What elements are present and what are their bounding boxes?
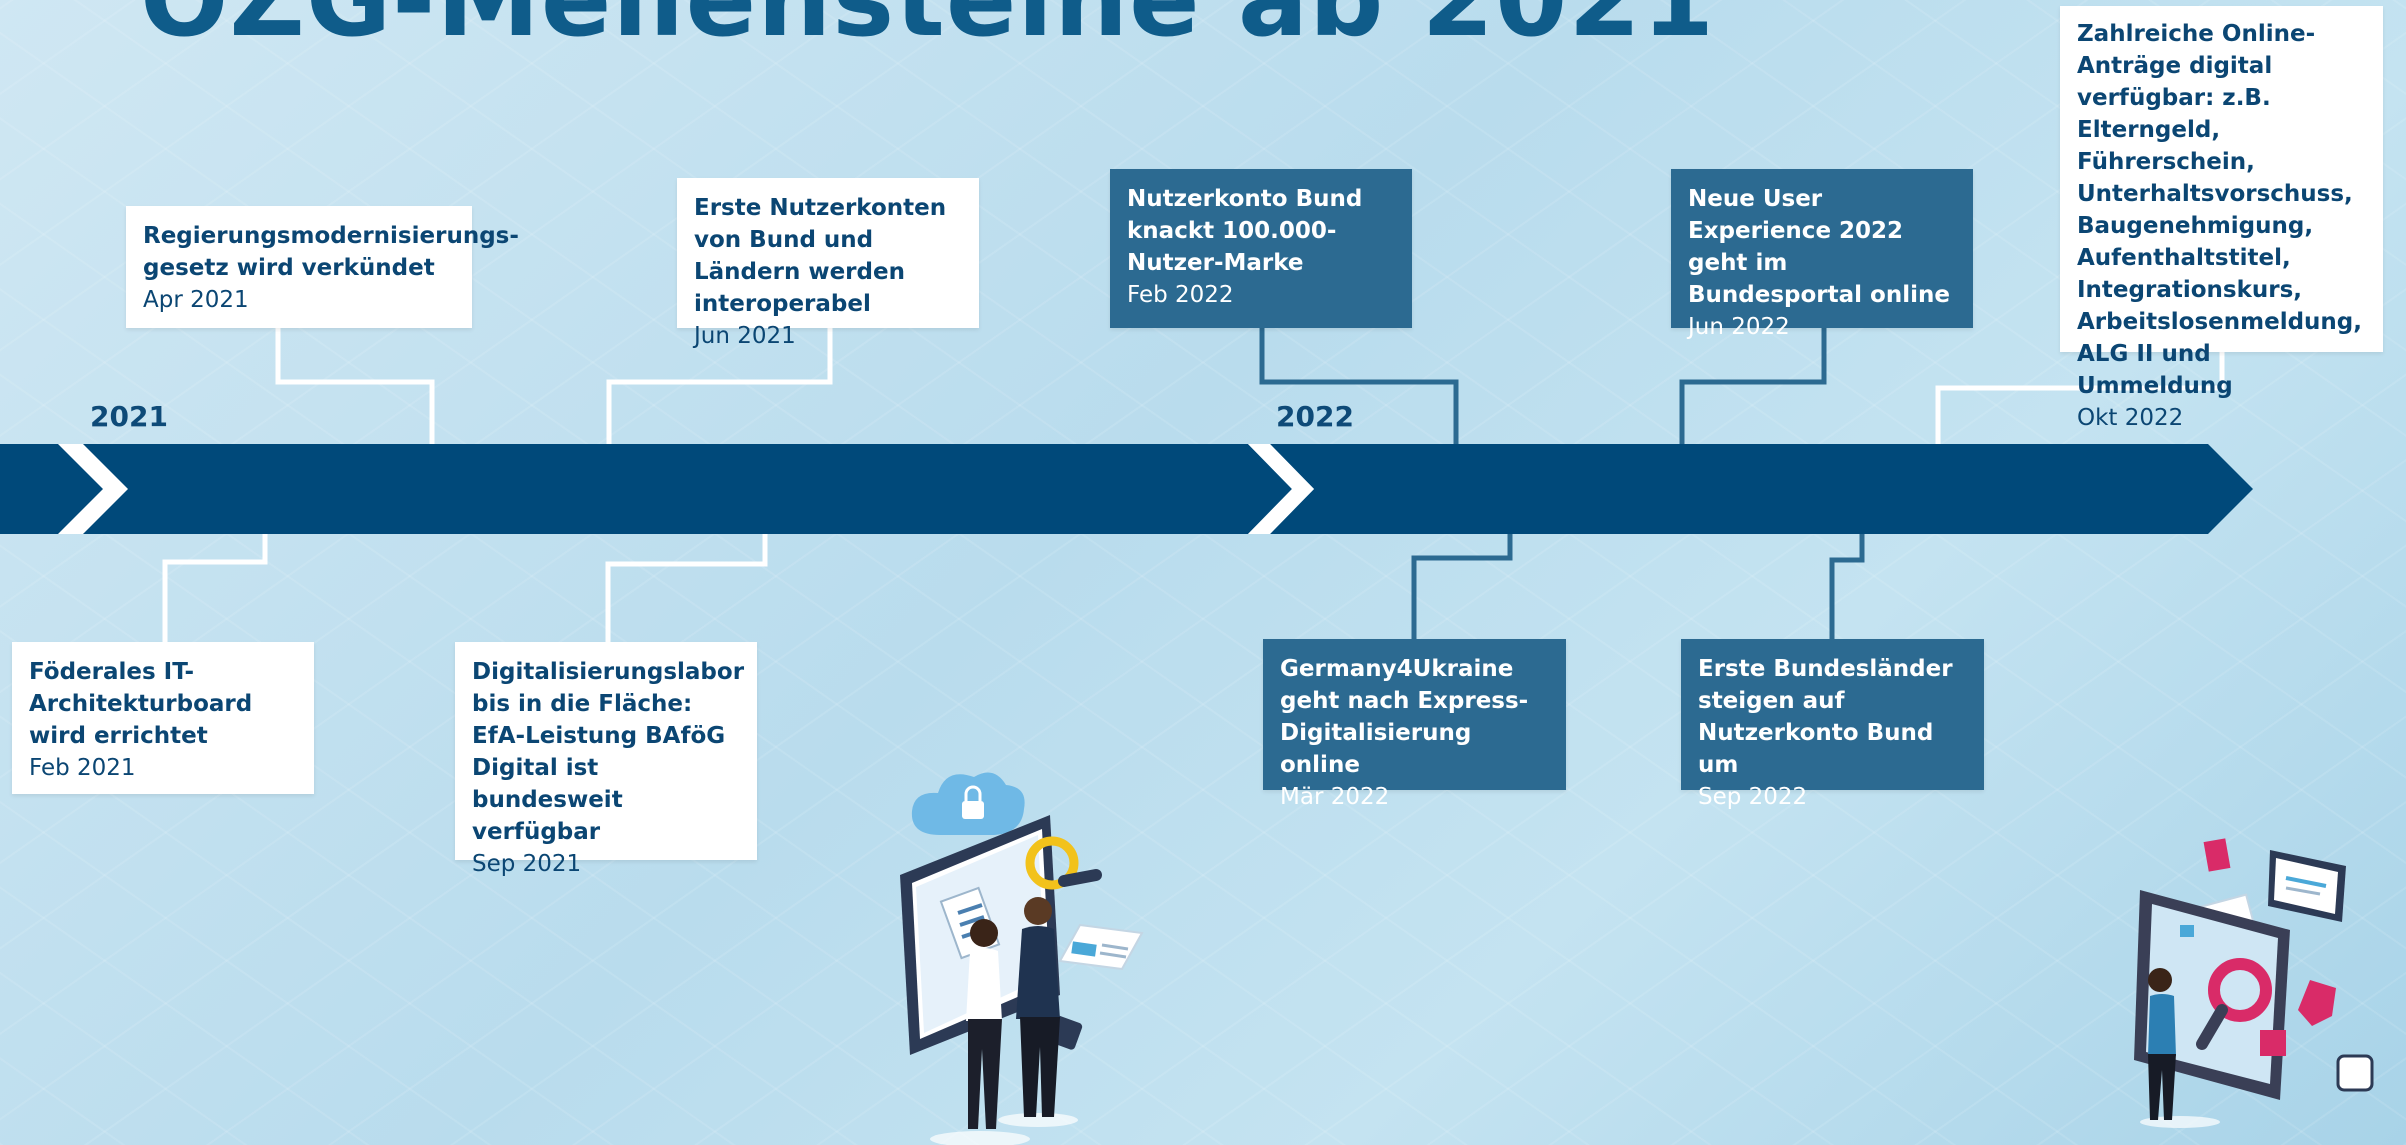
milestone-title: Germany4Ukraine geht nach Express-Digita… <box>1280 656 1529 778</box>
timeline-gap-2 <box>1248 444 1314 534</box>
milestone-date: Apr 2021 <box>143 287 249 313</box>
milestone-title: Nutzerkonto Bund knackt 100.000-Nutzer-M… <box>1127 186 1363 276</box>
person-woman <box>2148 968 2172 992</box>
connector-okt-2022 <box>1935 352 2225 444</box>
connector-sep-2021 <box>605 534 768 642</box>
connector-feb-2022 <box>1259 328 1459 444</box>
connector-jun-2021 <box>606 328 833 444</box>
milestone-date: Mär 2022 <box>1280 784 1390 810</box>
card-icon <box>2203 838 2231 872</box>
milestone-card: Neue User Experience 2022 geht im Bundes… <box>1671 169 1973 340</box>
milestone-date: Sep 2022 <box>1698 784 1808 810</box>
milestone-title: Regierungsmodernisierungs-gesetz wird ve… <box>143 223 519 281</box>
milestone-title: Erste Nutzerkonten von Bund und Ländern … <box>694 195 947 317</box>
magnifier-icon <box>2208 958 2272 1022</box>
timeline-arrow-segment-2021 <box>0 444 1292 534</box>
milestone-title: Zahlreiche Online-Anträge digital verfüg… <box>2077 21 2362 399</box>
year-label-2022: 2022 <box>1276 400 1354 433</box>
magnifier-icon <box>1025 836 1079 890</box>
connector-jun-2022 <box>1679 328 1827 444</box>
milestone-card: Föderales IT-Architekturboard wird erric… <box>12 642 314 794</box>
connector-maer-2022 <box>1411 534 1513 640</box>
milestone-date: Jun 2021 <box>694 323 796 349</box>
milestone-card: Regierungsmodernisierungs-gesetz wird ve… <box>126 206 519 328</box>
milestone-card: Digitalisierungslabor bis in die Fläche:… <box>455 642 757 877</box>
milestone-title: Föderales IT-Architekturboard wird erric… <box>29 659 253 749</box>
timeline-gap-1 <box>58 444 128 534</box>
people-at-monitor-illustration <box>900 772 1144 1145</box>
person-woman <box>970 919 998 947</box>
year-label-2021: 2021 <box>90 400 168 433</box>
milestone-card: Nutzerkonto Bund knackt 100.000-Nutzer-M… <box>1110 169 1412 328</box>
gear-icon <box>2336 1054 2374 1092</box>
milestone-title: Neue User Experience 2022 geht im Bundes… <box>1688 186 1950 308</box>
milestone-card: Zahlreiche Online-Anträge digital verfüg… <box>2060 6 2383 431</box>
timeline-chevron-start <box>0 444 103 534</box>
milestone-title: Digitalisierungslabor bis in die Fläche:… <box>472 659 745 845</box>
shield-icon <box>2298 980 2336 1026</box>
woman-with-monitor-illustration <box>2134 838 2374 1128</box>
connector-apr-2021 <box>275 328 435 444</box>
milestone-card: Germany4Ukraine geht nach Express-Digita… <box>1263 639 1566 810</box>
timeline-arrow-segment-2022 <box>1270 444 2253 534</box>
page-title: OZG-Meilensteine ab 2021 <box>140 0 1715 60</box>
milestone-card: Erste Bundesländer steigen auf Nutzerkon… <box>1681 639 1984 810</box>
person-man <box>1024 897 1052 925</box>
milestone-date: Feb 2021 <box>29 755 136 781</box>
milestone-date: Sep 2021 <box>472 851 582 877</box>
milestone-date: Jun 2022 <box>1688 314 1790 340</box>
milestone-title: Erste Bundesländer steigen auf Nutzerkon… <box>1698 656 1953 778</box>
connector-sep-2022 <box>1829 534 1865 640</box>
milestone-card: Erste Nutzerkonten von Bund und Ländern … <box>677 178 979 349</box>
milestone-date: Feb 2022 <box>1127 282 1234 308</box>
connector-feb-2021 <box>162 534 268 642</box>
milestone-date: Okt 2022 <box>2077 405 2184 431</box>
